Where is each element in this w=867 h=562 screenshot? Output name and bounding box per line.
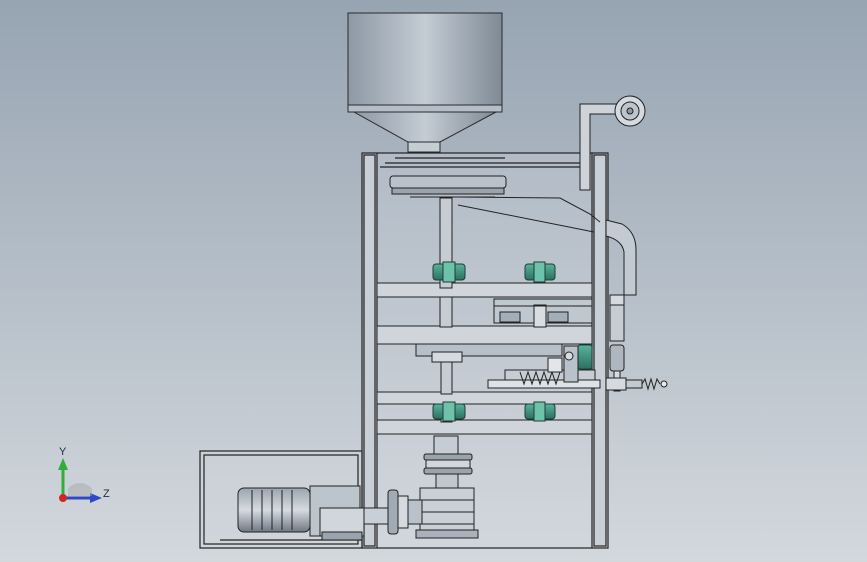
vertical-shaft[interactable] [439, 197, 453, 423]
shaft-coupling[interactable] [363, 489, 423, 535]
triad-z-label: Z [103, 488, 110, 500]
gear-reducer[interactable] [415, 487, 479, 539]
drive-motor[interactable] [237, 485, 365, 541]
drive-disc-middle[interactable] [415, 343, 563, 363]
bearing-lower-right[interactable] [524, 401, 556, 422]
hopper[interactable] [347, 12, 503, 153]
triad-y-label: Y [59, 446, 67, 458]
metering-disc[interactable] [389, 175, 601, 233]
coordinate-triad: Y Z [58, 446, 110, 503]
bearing-side[interactable] [577, 344, 593, 370]
bearing-upper-left[interactable] [432, 261, 466, 283]
adjustment-handwheel[interactable] [579, 95, 646, 191]
spring-plunger[interactable] [605, 377, 668, 391]
cam-plate-assembly[interactable] [493, 298, 593, 328]
outlet-pipe[interactable] [605, 219, 637, 306]
bearing-lower-left[interactable] [432, 401, 466, 422]
transmission-chain[interactable] [563, 345, 579, 383]
lower-pulley[interactable] [423, 435, 473, 491]
bearing-upper-right[interactable] [524, 261, 556, 283]
frame-shelves [376, 282, 593, 435]
